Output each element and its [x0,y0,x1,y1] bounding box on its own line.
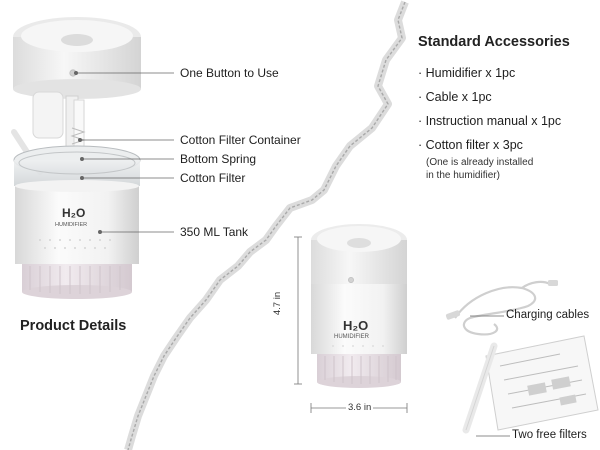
two-free-filters-label: Two free filters [512,429,587,441]
product-details-title: Product Details [20,318,127,334]
accessory-item: · Instruction manual x 1pc [418,114,562,128]
assembled-brand-h2o: H₂O [343,318,369,333]
callout-spring: Bottom Spring [180,152,257,166]
accessory-item: · Cable x 1pc [418,90,492,104]
label-pointers [470,315,510,437]
callout-filter: Cotton Filter [180,171,246,185]
device-brand-h2o: H₂O [62,206,86,220]
filters-and-manual [462,335,599,434]
accessory-note-line1: (One is already installed [426,157,534,168]
callout-lines [74,71,174,234]
callout-button: One Button to Use [180,66,279,80]
accessories-title: Standard Accessories [418,34,570,50]
charging-cable [445,280,558,336]
width-dimension-label: 3.6 in [346,402,374,413]
torn-paper-divider [124,0,409,450]
callout-filter-container: Cotton Filter Container [180,133,301,147]
callout-tank: 350 ML Tank [180,225,249,239]
accessory-note-line2: in the humidifier) [426,170,500,181]
exploded-humidifier [11,17,141,299]
assembled-humidifier [311,224,407,388]
device-brand-sub: HUMIDIFIER [55,222,88,228]
height-dimension-label: 4.7 in [272,291,284,316]
accessory-item: · Humidifier x 1pc [418,66,516,80]
accessory-item: · Cotton filter x 3pc [418,138,523,152]
charging-cables-label: Charging cables [506,309,590,321]
assembled-brand-sub: HUMIDIFIER [334,334,369,340]
